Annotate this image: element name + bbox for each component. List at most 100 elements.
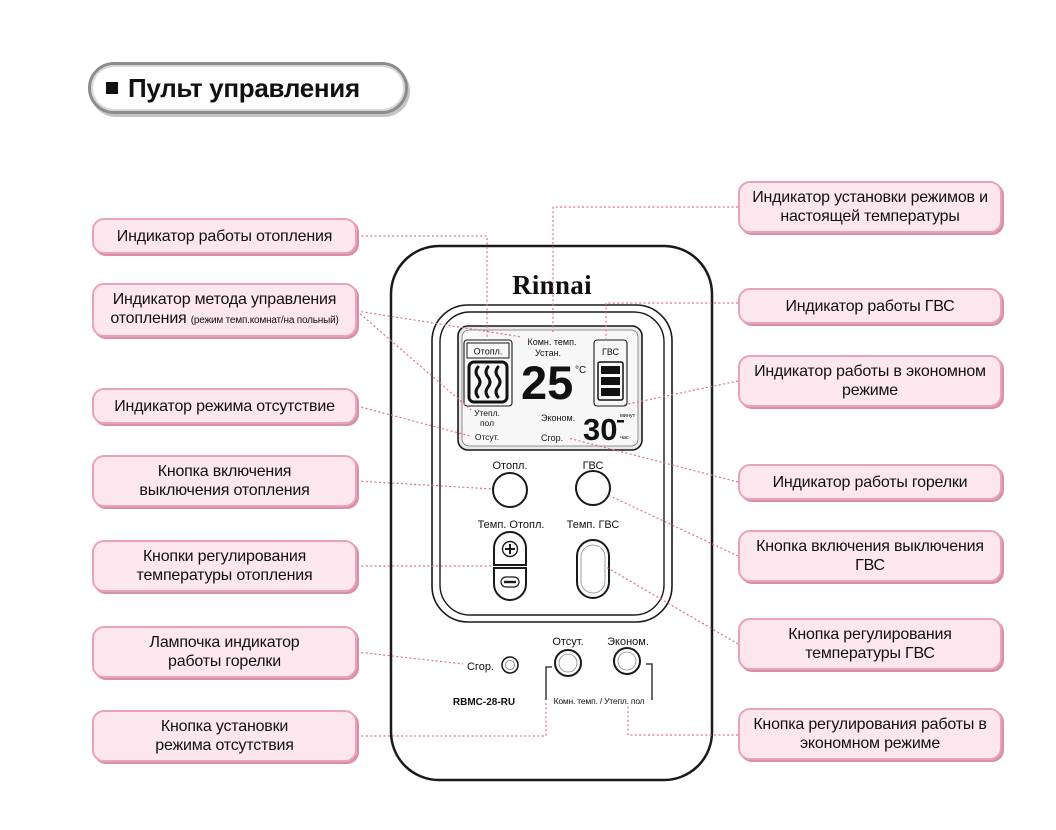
- heating-button-label: Отопл.: [492, 460, 527, 472]
- minus-icon: [500, 576, 520, 588]
- callout-dhw-indicator: Индикатор работы ГВС: [738, 288, 1002, 324]
- mode-bracket-left: [545, 666, 552, 700]
- callout-line: Индикатор работы ГВС: [785, 297, 955, 315]
- callout-away-indicator: Индикатор режима отсутствие: [92, 388, 357, 424]
- eco-button-label: Эконом.: [607, 636, 649, 648]
- callout-line: выключения отопления: [139, 482, 310, 499]
- square-bullet-icon: [106, 82, 118, 94]
- callout-line: режиме: [842, 382, 898, 399]
- heating-temp-label: Темп. Отопл.: [478, 519, 545, 531]
- away-button: [554, 649, 582, 677]
- callout-eco-button: Кнопка регулирования работы в экономном …: [738, 708, 1002, 760]
- callout-line: отопления (режим темп.комнат/на польный): [110, 309, 338, 330]
- dhw-temp-label: Темп. ГВС: [567, 519, 620, 531]
- callout-line: Индикатор работы горелки: [772, 473, 968, 491]
- connector-heating-indicator: [357, 235, 488, 340]
- callout-line: Индикатор режима отсутствие: [114, 397, 335, 415]
- connector-eco-button: [627, 705, 738, 736]
- eco-button: [613, 647, 641, 675]
- heating-button: [492, 472, 528, 508]
- lcd-away-label: Отсут.: [475, 432, 499, 442]
- lcd-temperature-value: 25: [521, 356, 573, 409]
- connector-lines: [356, 206, 739, 737]
- callout-line: Кнопки регулирования: [142, 548, 307, 565]
- callout-away-button: Кнопка установки режима отсутствия: [92, 710, 357, 762]
- callout-burner-lamp: Лампочка индикатор работы горелки: [92, 626, 357, 678]
- heating-temp-down-button: [493, 567, 527, 601]
- remote-control-device: Rinnai Отопл.: [389, 244, 714, 782]
- lcd-burner-label: Сгор.: [541, 433, 563, 443]
- connector-away-button: [357, 701, 547, 737]
- callout-line: температуры ГВС: [805, 645, 935, 662]
- connector-mode-temp-indicator: [552, 206, 738, 334]
- lcd-dhw-indicator: ГВС: [593, 339, 628, 407]
- connector-away-indicator: [356, 405, 471, 437]
- connector-heating-mode-room: [356, 310, 523, 338]
- callout-line: Кнопка регулирования: [788, 626, 952, 643]
- lcd-display: Отопл. Комн. темп. Устан. 25 °C ГВС: [457, 325, 643, 451]
- callout-line: Индикатор метода управления: [112, 291, 337, 308]
- lcd-eco-label: Эконом.: [541, 413, 575, 423]
- callout-mode-temp-indicator: Индикатор установки режимов и настоящей …: [738, 181, 1002, 233]
- lcd-timer-unit-minutes: минут: [620, 413, 636, 419]
- lcd-timer-dash: [617, 420, 624, 423]
- connector-eco-indicator: [622, 380, 739, 406]
- burner-lamp-label: Сгор.: [467, 661, 494, 673]
- callout-line: работы горелки: [168, 653, 281, 670]
- connector-burner-lamp: [356, 651, 464, 665]
- callout-heating-mode-indicator: Индикатор метода управления отопления (р…: [92, 283, 357, 337]
- away-button-label: Отсут.: [552, 636, 583, 648]
- lcd-dhw-label: ГВС: [602, 347, 620, 357]
- callout-note: (режим темп.комнат/на польный): [190, 315, 339, 326]
- callout-dhw-button: Кнопка включения выключения ГВС: [738, 530, 1002, 582]
- callout-line: Кнопка включения: [157, 463, 292, 480]
- lcd-timer-value: 30: [583, 412, 617, 447]
- callout-line: Кнопка регулирования работы в: [753, 716, 987, 733]
- callout-line: настоящей температуры: [780, 208, 960, 225]
- dhw-temp-button: [576, 539, 610, 599]
- connector-heating-button: [356, 480, 494, 490]
- callout-dhw-temp-button: Кнопка регулирования температуры ГВС: [738, 618, 1002, 670]
- callout-line: Лампочка индикатор: [149, 634, 300, 651]
- plus-icon: [501, 540, 519, 558]
- callout-line: Индикатор работы в экономном: [754, 363, 986, 380]
- heating-temp-rocker: [493, 531, 527, 601]
- callout-line: Кнопка установки: [160, 718, 289, 735]
- callout-line: экономном режиме: [799, 735, 941, 752]
- model-label: RBMC-28-RU: [453, 697, 515, 708]
- callout-heating-indicator: Индикатор работы отопления: [92, 218, 357, 254]
- connector-burner-indicator: [567, 437, 739, 483]
- callout-line-main: отопления: [110, 310, 187, 327]
- hot-water-bars-icon: [597, 361, 624, 401]
- callout-eco-indicator: Индикатор работы в экономном режиме: [738, 355, 1002, 407]
- brand-logo: Rinnai: [512, 270, 592, 300]
- front-panel-inner: [439, 311, 665, 616]
- dhw-button: [575, 470, 611, 506]
- connector-dhw-indicator: [605, 302, 738, 341]
- lcd-floor-label-line2: пол: [480, 418, 494, 428]
- callout-line: температуры отопления: [136, 567, 313, 584]
- burner-lamp: [501, 656, 519, 674]
- lcd-heating-label: Отопл.: [474, 347, 503, 357]
- lcd-heating-label-box: [466, 342, 510, 359]
- heat-waves-icon: [467, 360, 509, 404]
- lcd-timer-unit-hours: час: [620, 435, 629, 441]
- callout-line: Кнопка включения выключения: [756, 538, 984, 555]
- mode-bracket-label: Комн. темп. / Утепл. пол: [554, 696, 645, 706]
- callout-line: режима отсутствия: [155, 737, 294, 754]
- connector-dhw-temp-button: [605, 566, 739, 645]
- connector-heating-mode-floor: [356, 310, 472, 411]
- lcd-heating-indicator: Отопл.: [463, 339, 513, 407]
- lcd-room-temp-label: Комн. темп.: [528, 337, 577, 347]
- lcd-heating-box: [463, 339, 513, 407]
- dhw-button-label: ГВС: [583, 460, 604, 472]
- lcd-floor-label-line1: Утепл.: [474, 408, 500, 418]
- callout-line: Индикатор работы отопления: [116, 227, 333, 245]
- lcd-set-label: Устан.: [535, 348, 561, 358]
- page-title: Пульт управления: [128, 72, 360, 103]
- callout-line: Индикатор установки режимов и: [752, 189, 988, 206]
- callout-burner-indicator: Индикатор работы горелки: [738, 464, 1002, 500]
- mode-bracket-right: [646, 663, 653, 700]
